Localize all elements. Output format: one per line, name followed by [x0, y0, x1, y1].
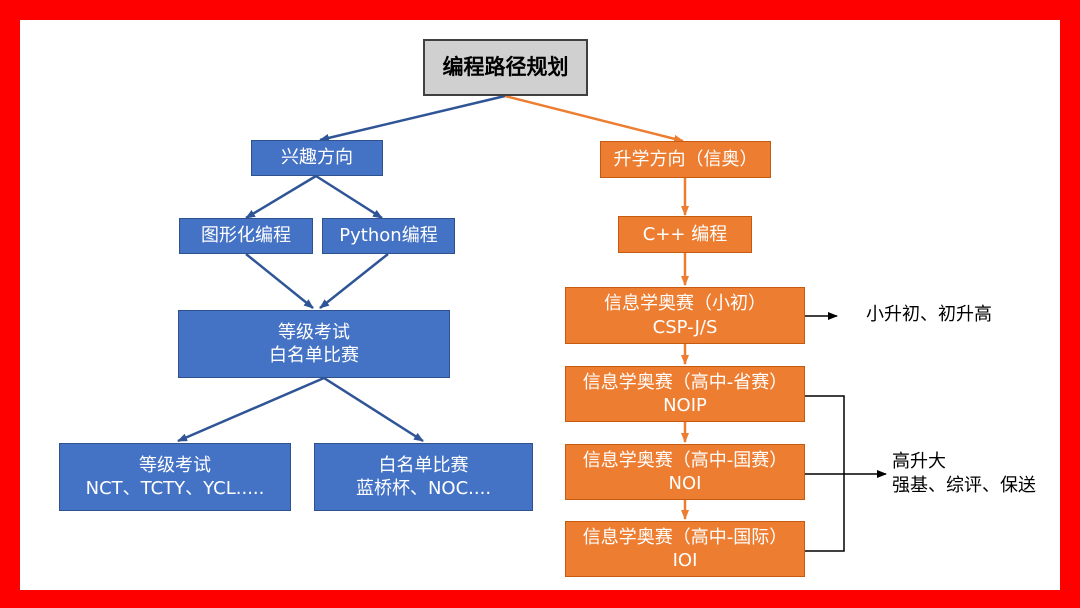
level-exam-items: NCT、TCTY、YCL..... [85, 478, 265, 499]
advance-direction-box: 升学方向（信奥） [600, 141, 771, 178]
outcome-highschool-title: 高升大 [892, 451, 946, 472]
olympiad-international-box: 信息学奥赛（高中-国际） IOI [565, 521, 805, 577]
outcome-primary-to-middle-label: 小升初、初升高 [866, 304, 992, 325]
arrow-title-to-interest [319, 94, 506, 142]
outcome-primary-to-middle: 小升初、初升高 [866, 303, 992, 327]
exam-competition-line1: 等级考试 [278, 321, 350, 343]
olympiad-international-title: 信息学奥赛（高中-国际） [582, 526, 788, 548]
exam-competition-line2: 白名单比赛 [269, 345, 359, 366]
interest-direction-label: 兴趣方向 [281, 147, 353, 169]
olympiad-primary-code: CSP-J/S [652, 316, 718, 338]
arrow-python-to-combined [319, 253, 389, 309]
cpp-programming-box: C++ 编程 [618, 216, 752, 253]
advance-direction-label: 升学方向（信奥） [613, 148, 758, 170]
title-text: 编程路径规划 [442, 54, 569, 79]
python-programming-box: Python编程 [322, 218, 455, 254]
whitelist-items: 蓝桥杯、NOC.... [355, 478, 492, 499]
diagram-canvas: 编程路径规划 兴趣方向 图形化编程 Python编程 等级考试 白名单比赛 等级… [20, 20, 1060, 590]
olympiad-national-code: NOI [668, 473, 702, 494]
level-exam-box: 等级考试 NCT、TCTY、YCL..... [59, 443, 291, 511]
olympiad-provincial-box: 信息学奥赛（高中-省赛） NOIP [565, 366, 805, 422]
olympiad-provincial-title: 信息学奥赛（高中-省赛） [582, 371, 788, 393]
level-exam-title: 等级考试 [139, 454, 211, 476]
cpp-programming-label: C++ 编程 [642, 223, 728, 245]
olympiad-primary-box: 信息学奥赛（小初） CSP-J/S [565, 287, 805, 344]
olympiad-provincial-code: NOIP [663, 395, 707, 416]
python-programming-label: Python编程 [339, 225, 438, 247]
outcome-highschool-paths: 强基、综评、保送 [892, 475, 1036, 497]
connector-arrows [177, 94, 887, 552]
arrow-combined-to-whitelist [323, 376, 424, 443]
arrow-graphical-to-combined [245, 253, 314, 309]
olympiad-international-code: IOI [672, 550, 698, 571]
arrow-title-to-advance [504, 94, 684, 143]
graphical-programming-box: 图形化编程 [179, 218, 313, 254]
arrow-interest-to-python [315, 174, 383, 220]
outcome-highschool: 高升大 强基、综评、保送 [892, 450, 1036, 499]
arrow-combined-to-exam [177, 376, 325, 443]
graphical-programming-label: 图形化编程 [201, 225, 291, 247]
interest-direction-box: 兴趣方向 [251, 140, 383, 176]
whitelist-competition-box: 白名单比赛 蓝桥杯、NOC.... [314, 443, 533, 511]
exam-competition-box: 等级考试 白名单比赛 [178, 310, 450, 378]
whitelist-title: 白名单比赛 [378, 454, 469, 476]
olympiad-national-title: 信息学奥赛（高中-国赛） [582, 449, 788, 471]
arrow-interest-to-graphical [245, 174, 317, 220]
olympiad-primary-title: 信息学奥赛（小初） [604, 293, 766, 315]
olympiad-national-box: 信息学奥赛（高中-国赛） NOI [565, 444, 805, 500]
title-box: 编程路径规划 [423, 39, 588, 96]
